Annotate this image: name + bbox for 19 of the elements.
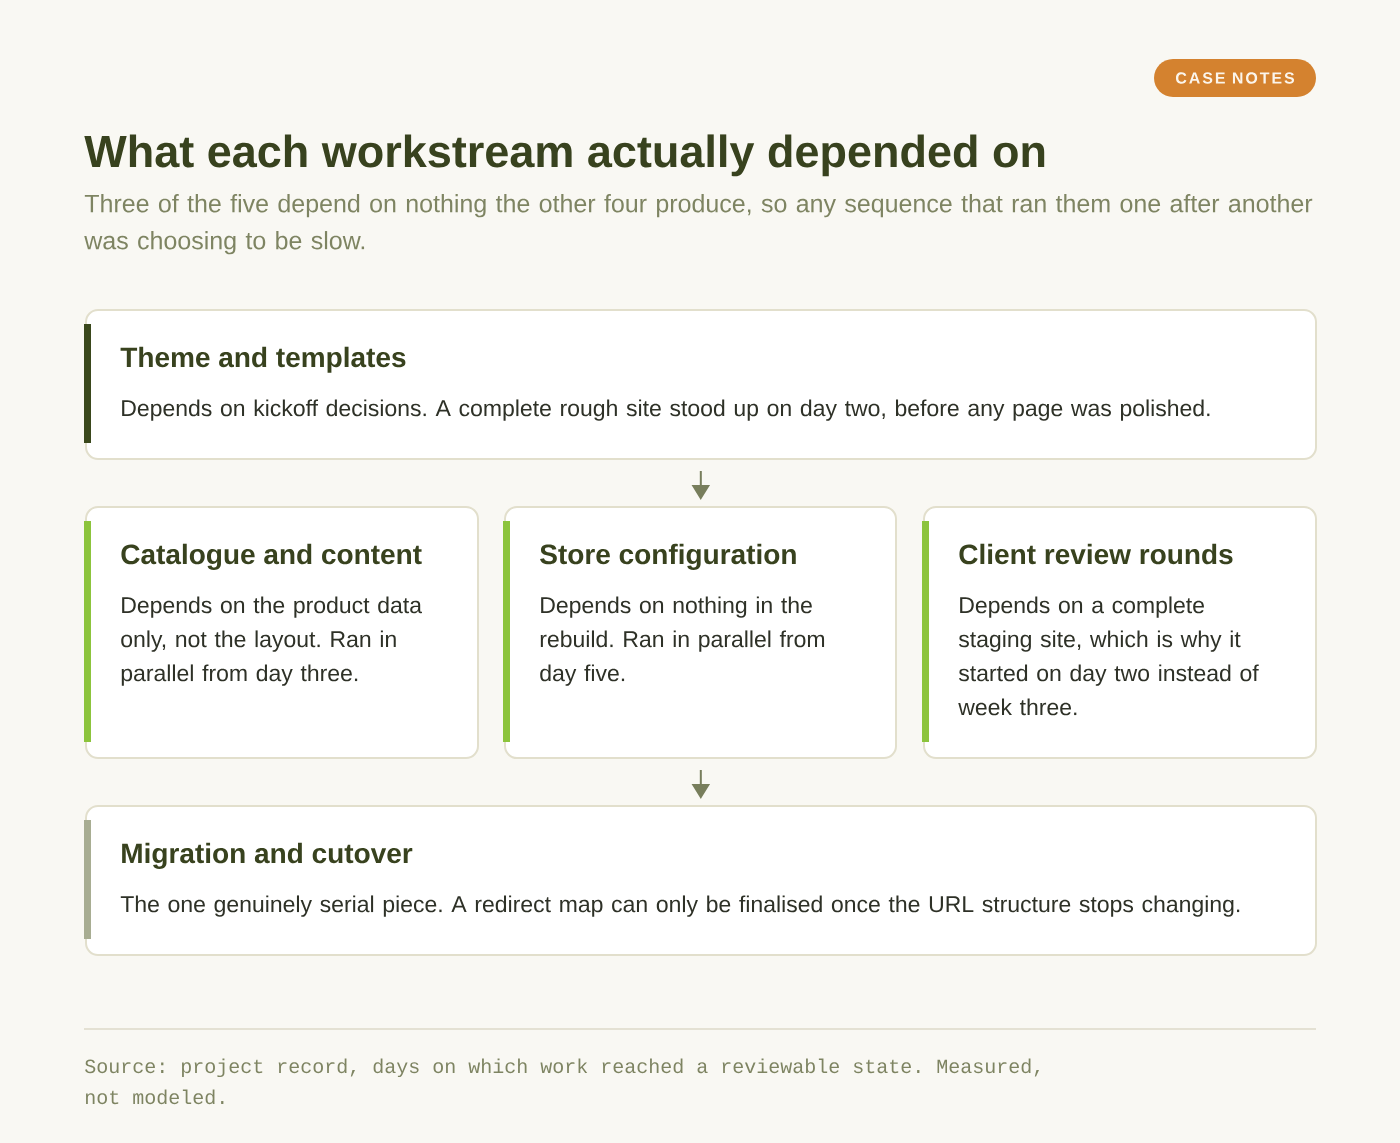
- card-heading: Client review rounds: [959, 543, 1233, 565]
- source-note: Source: project record, days on which work reached a reviewable state. Measured, not modeled.: [85, 1058, 1039, 1105]
- workstream-card: [503, 506, 897, 759]
- category-badge: CASE NOTES: [1154, 59, 1316, 97]
- card-description: The one genuinely serial piece. A redirect map can only be finalised once the URL structure stops changing.: [120, 895, 1240, 917]
- card-heading: Theme and templates: [120, 346, 406, 373]
- card-description: Depends on a complete staging site, which is why it started on day two instead of week three.: [958, 596, 1259, 716]
- workstream-card: [84, 805, 1317, 956]
- workstream-card: [84, 309, 1317, 460]
- card-description: Depends on the product data only, not the layout. Ran in parallel from day three.: [121, 596, 422, 686]
- card-heading: Catalogue and content: [121, 543, 422, 570]
- card-heading: Store configuration: [540, 543, 796, 570]
- workstream-card: [84, 506, 479, 759]
- title: What each workstream actually depended on: [84, 134, 1045, 177]
- card-heading: Migration and cutover: [122, 842, 413, 869]
- card-description: Depends on nothing in the rebuild. Ran in parallel from day five.: [540, 596, 825, 686]
- subtitle: Three of the five depend on nothing the other four produce, so any sequence that ran them one after another was choosing to be slow.: [84, 194, 1313, 255]
- card-description: Depends on kickoff decisions. A complete rough site stood up on day two, before any page was polished.: [122, 399, 1210, 421]
- workstream-card: [922, 506, 1317, 759]
